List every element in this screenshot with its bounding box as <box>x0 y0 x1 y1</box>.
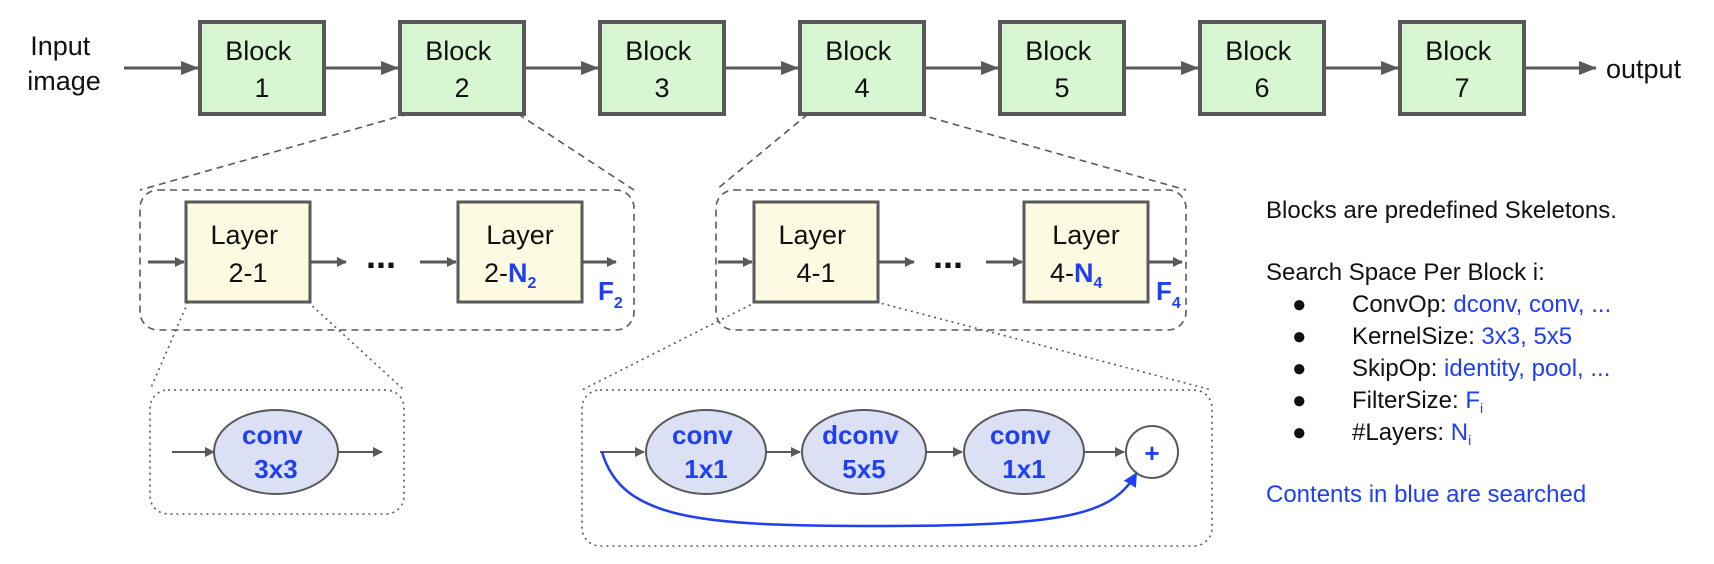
svg-text:4-N4: 4-N4 <box>1050 258 1103 292</box>
svg-text:Block 3: Block 3 <box>625 36 699 103</box>
svg-text:Layer: Layer <box>1052 220 1120 250</box>
svg-text:Block 5: Block 5 <box>1025 36 1099 103</box>
svg-text:conv 3x3: conv 3x3 <box>242 420 310 484</box>
conv-3x3-op: conv 3x3 <box>213 409 339 495</box>
layer-4-1-detail: conv 1x1 dconv 5x5 conv 1x1 + <box>581 389 1213 547</box>
svg-text:+: + <box>1144 438 1159 468</box>
zoom-lines-block-4 <box>715 113 1187 191</box>
conv-1x1-op: conv 1x1 <box>645 409 767 495</box>
search-item-layers: ●#Layers: Ni <box>1292 419 1472 448</box>
ellipsis: ... <box>366 235 396 276</box>
search-space-heading: Search Space Per Block i: <box>1266 259 1545 286</box>
svg-text:Layer 4-1: Layer 4-1 <box>778 220 853 288</box>
zoom-lines-block-2 <box>139 113 635 191</box>
svg-text:Layer: Layer <box>486 220 554 250</box>
search-space-description: Blocks are predefined Skeletons. Search … <box>1266 195 1706 511</box>
add-node: + <box>1125 425 1179 479</box>
block-7: Block 7 <box>1398 20 1526 116</box>
filter-size-f4: F4 <box>1156 276 1181 312</box>
skip-connection-arrow <box>600 451 1138 528</box>
svg-text:Block 4: Block 4 <box>825 36 899 103</box>
svg-text:2-N2: 2-N2 <box>484 258 537 292</box>
searched-note: Contents in blue are searched <box>1266 481 1587 508</box>
ellipsis: ... <box>933 235 963 276</box>
zoom-lines-layer-2-1 <box>149 301 405 391</box>
layer-2-n2: Layer 2-N2 <box>456 200 584 304</box>
svg-text:Block 7: Block 7 <box>1425 36 1499 103</box>
block-2: Block 2 <box>398 20 526 116</box>
block-5: Block 5 <box>998 20 1126 116</box>
layer-2-1-detail: conv 3x3 <box>149 389 405 515</box>
search-item-convop: ●ConvOp: dconv, conv, ... <box>1292 291 1612 318</box>
block-3: Block 3 <box>598 20 726 116</box>
layer-2-1: Layer 2-1 <box>184 200 312 304</box>
svg-text:conv 1x1: conv 1x1 <box>990 420 1058 484</box>
svg-text:Layer 2-1: Layer 2-1 <box>210 220 285 288</box>
block-4: Block 4 <box>798 20 926 116</box>
svg-text:Block 6: Block 6 <box>1225 36 1299 103</box>
block-2-expansion: Layer 2-1 ... Layer 2-N2 F2 <box>139 189 635 331</box>
conv-1x1-op: conv 1x1 <box>963 409 1085 495</box>
svg-text:conv 1x1: conv 1x1 <box>672 420 740 484</box>
svg-text:Block 2: Block 2 <box>425 36 499 103</box>
search-item-filtersize: ●FilterSize: Fi <box>1292 387 1484 416</box>
svg-text:Block 1: Block 1 <box>225 36 299 103</box>
block-6: Block 6 <box>1198 20 1326 116</box>
svg-text:dconv 5x5: dconv 5x5 <box>822 420 906 484</box>
layer-4-n4: Layer 4-N4 <box>1022 200 1150 304</box>
zoom-lines-layer-4-1 <box>581 301 1213 391</box>
block-1: Block 1 <box>198 20 326 116</box>
filter-size-f2: F2 <box>598 276 623 312</box>
output-label: output <box>1606 54 1682 84</box>
layer-4-1: Layer 4-1 <box>752 200 880 304</box>
search-item-skipop: ●SkipOp: identity, pool, ... <box>1292 355 1611 382</box>
search-item-kernelsize: ●KernelSize: 3x3, 5x5 <box>1292 323 1573 350</box>
input-image-label: Input image <box>27 31 101 96</box>
block-4-expansion: Layer 4-1 ... Layer 4-N4 F4 <box>715 189 1187 331</box>
intro-text: Blocks are predefined Skeletons. <box>1266 197 1617 224</box>
dconv-5x5-op: dconv 5x5 <box>801 409 927 495</box>
